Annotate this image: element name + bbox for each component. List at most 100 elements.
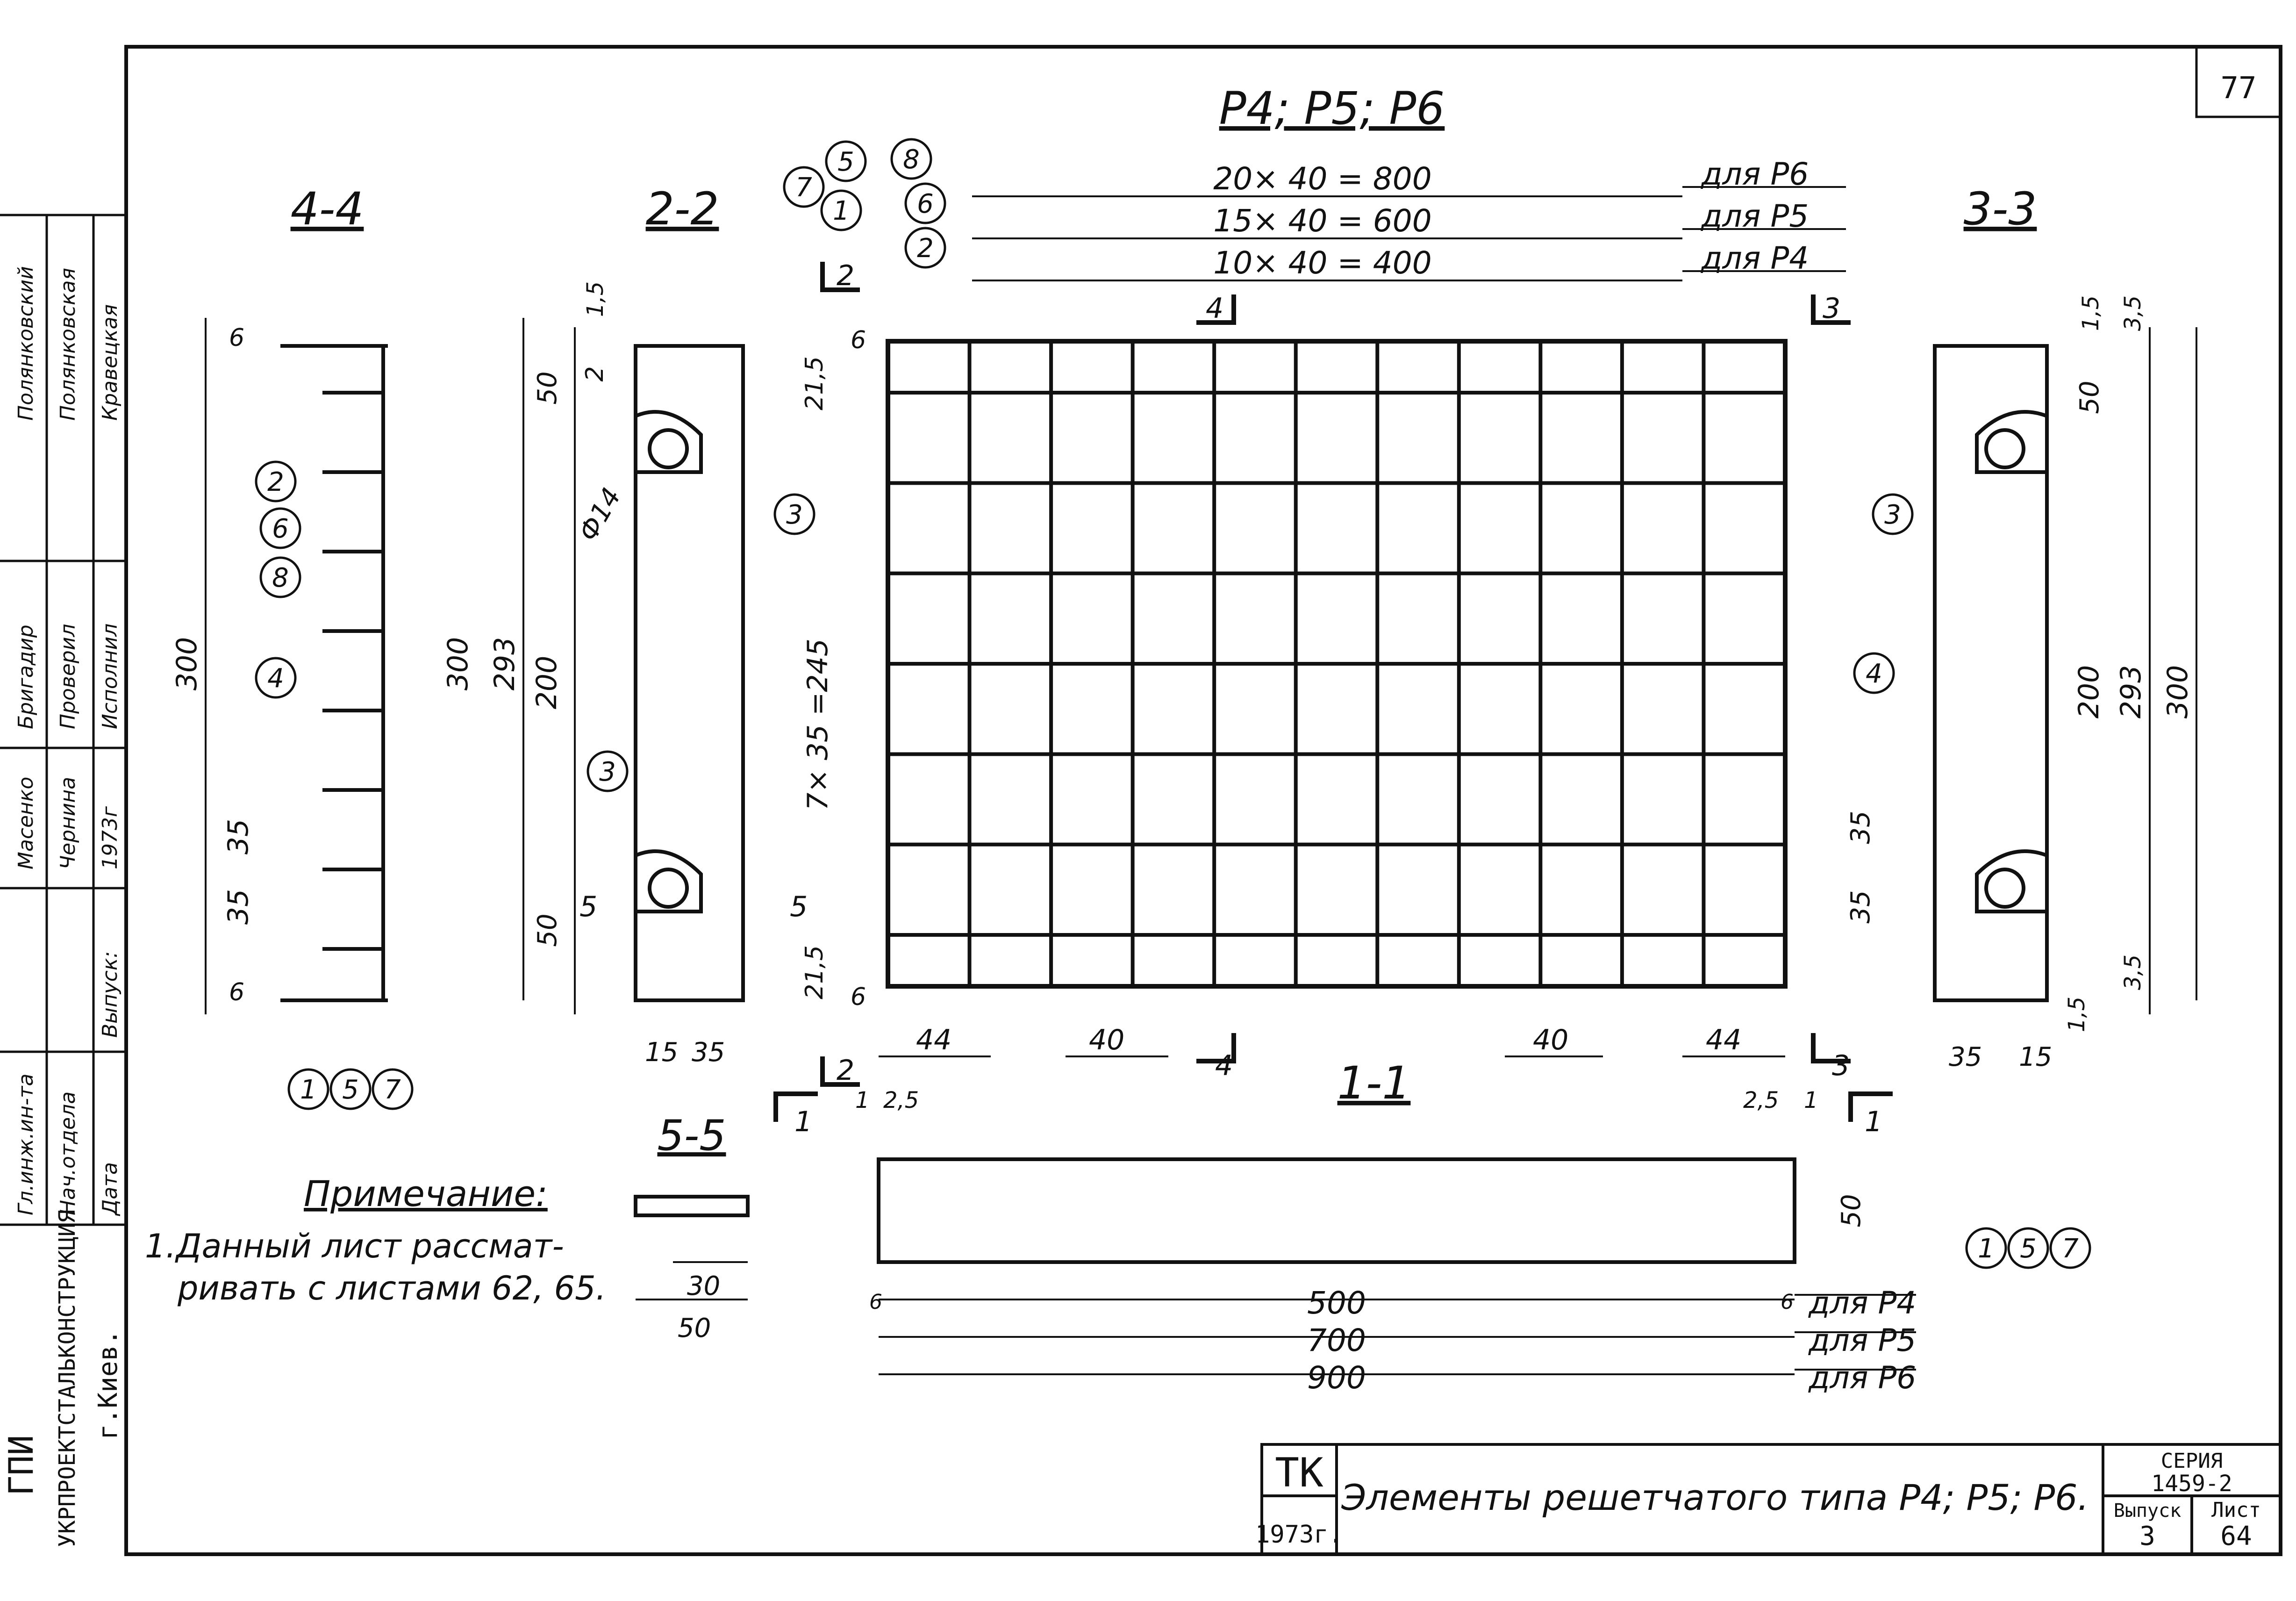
side-name-7: Полянковская [56, 268, 80, 421]
dim-30-5-5: 30 [687, 1271, 720, 1301]
dim-35-3-3-b: 35 [1845, 890, 1876, 923]
cut-4-bottom: 4 [1215, 1049, 1233, 1082]
dim-1-5-3-3-top: 1,5 [2078, 295, 2104, 331]
issue-label: Выпуск [2114, 1500, 2182, 1522]
dim-50-1-1: 50 [1836, 1194, 1867, 1227]
side-name-5: Исполнил [98, 624, 122, 729]
side-name-2: Чернина [56, 777, 80, 869]
callout-8-4-4: 8 [272, 563, 289, 593]
note-heading: Примечание: [304, 1173, 548, 1214]
callout-circles [255, 138, 2091, 1269]
dim-700: 700 [1307, 1322, 1366, 1358]
dim-900: 900 [1307, 1360, 1366, 1396]
dim-300-3-3: 300 [2161, 665, 2194, 719]
dim-200-3-3: 200 [2073, 665, 2105, 719]
dim-500-for: для P4 [1808, 1285, 1916, 1321]
sheet-number: 77 [2220, 71, 2256, 106]
side-name-8: Кравецкая [98, 304, 122, 421]
dim-400-for: для P4 [1701, 240, 1809, 276]
issue-value: 3 [2139, 1521, 2155, 1551]
side-org-2: УКРПРОЕКТСТАЛЬКОНСТРУКЦИЯ [54, 1210, 80, 1547]
title-year: 1973г. [1255, 1521, 1343, 1549]
dim-15-3-3-bottom: 15 [2019, 1042, 2052, 1072]
section-1-1-view [877, 1157, 1916, 1375]
dim-900-for: для P6 [1808, 1360, 1916, 1396]
dim-500: 500 [1307, 1285, 1366, 1321]
dim-1-5-2-2: 1,5 [582, 281, 608, 317]
sheet-frame [124, 45, 2282, 1556]
dim-2-5-left: 2,5 [883, 1087, 919, 1113]
dim-300-2-2: 300 [442, 637, 474, 691]
dim-3-5-bottom: 3,5 [2120, 955, 2146, 990]
title-text: Элементы решетчатого типа P4; P5; P6. [1341, 1477, 2089, 1518]
dim-400: 10× 40 = 400 [1213, 245, 1431, 281]
side-name-6: Полянковский [14, 266, 38, 421]
cut-5-right: 5 [790, 890, 808, 923]
callout-6-top: 6 [917, 189, 934, 219]
dim-6-1-1-right: 6 [1781, 1290, 1794, 1314]
callout-5-bottom-left: 5 [342, 1075, 359, 1105]
side-org-3: г.Киев. [93, 1329, 123, 1440]
side-role-3: Дата [98, 1162, 122, 1216]
sheet-label: Лист [2211, 1498, 2261, 1522]
cut-1-left: 1 [794, 1106, 812, 1138]
callout-2-top: 2 [917, 233, 934, 264]
section-4-4-view [205, 318, 388, 1014]
side-role-4: Выпуск: [98, 951, 122, 1038]
dim-2-2-2: 2 [581, 366, 609, 381]
section-1-1-label: 1-1 [1338, 1057, 1411, 1109]
side-role-2: Нач.отдела [56, 1091, 80, 1215]
section-5-5-view [634, 1195, 750, 1300]
sheet-number-box [2195, 45, 2282, 118]
note-line-1: 1.Данный лист рассмат- [145, 1227, 564, 1265]
dim-6-main-bottom: 6 [851, 983, 866, 1011]
dim-6-4-4-bottom: 6 [229, 978, 244, 1006]
dim-50-3-3: 50 [2074, 381, 2105, 414]
callout-4-right: 4 [1866, 659, 1882, 689]
dim-35-4-4-a: 35 [222, 819, 255, 854]
cut-2-bottom: 2 [837, 1054, 854, 1087]
callout-7-top: 7 [795, 172, 812, 203]
title-block [1260, 1443, 2282, 1556]
cut-3-bottom: 3 [1832, 1049, 1850, 1082]
series-label: СЕРИЯ [2161, 1449, 2223, 1473]
callout-1-top: 1 [833, 196, 850, 226]
dim-6-4-4-top: 6 [229, 324, 244, 352]
side-role-1: Гл.инж.ин-та [14, 1074, 38, 1215]
callout-5-bottom-right: 5 [2020, 1234, 2037, 1264]
dim-21-5-top: 21,5 [801, 356, 829, 410]
title-code: ТК [1275, 1450, 1323, 1496]
side-org-1: ГПИ [1, 1435, 41, 1496]
dim-6-main-top: 6 [851, 326, 866, 354]
dim-35-3-3-a: 35 [1845, 811, 1876, 844]
dim-50-2-2-bottom: 50 [532, 913, 563, 947]
dim-35-4-4-b: 35 [222, 889, 255, 925]
callout-4-4-4: 4 [267, 663, 284, 694]
side-name-3: Бригадир [14, 625, 38, 729]
dim-800: 20× 40 = 800 [1213, 161, 1431, 197]
cut-5-left: 5 [579, 890, 597, 923]
note-line-2: ривать с листами 62, 65. [177, 1269, 606, 1307]
dim-293-3-3: 293 [2115, 665, 2147, 719]
section-3-3-view [1933, 327, 2197, 1014]
grating-plan-view [886, 339, 1788, 989]
dim-3-5-top: 3,5 [2120, 295, 2146, 331]
cut-2-top: 2 [837, 259, 854, 292]
side-name-1: Масенко [14, 777, 38, 869]
callout-2-4-4: 2 [267, 467, 284, 497]
section-3-3-label: 3-3 [1964, 183, 2037, 235]
dim-21-5-bottom: 21,5 [801, 945, 829, 999]
cut-3-top: 3 [1823, 292, 1840, 325]
dim-2-5-right: 2,5 [1743, 1087, 1779, 1113]
dim-7x35: 7× 35 =245 [801, 639, 834, 811]
series-value: 1459-2 [2151, 1471, 2232, 1497]
dim-1-5-3-3-bottom: 1,5 [2064, 997, 2090, 1032]
callout-1-bottom-left: 1 [300, 1075, 317, 1105]
section-4-4-label: 4-4 [291, 183, 364, 235]
left-stamp-block [0, 214, 126, 1226]
section-2-2-label: 2-2 [646, 183, 719, 235]
dim-40-left: 40 [1089, 1024, 1124, 1056]
section-2-2-view [522, 318, 745, 1014]
dim-600-for: для P5 [1701, 198, 1809, 234]
